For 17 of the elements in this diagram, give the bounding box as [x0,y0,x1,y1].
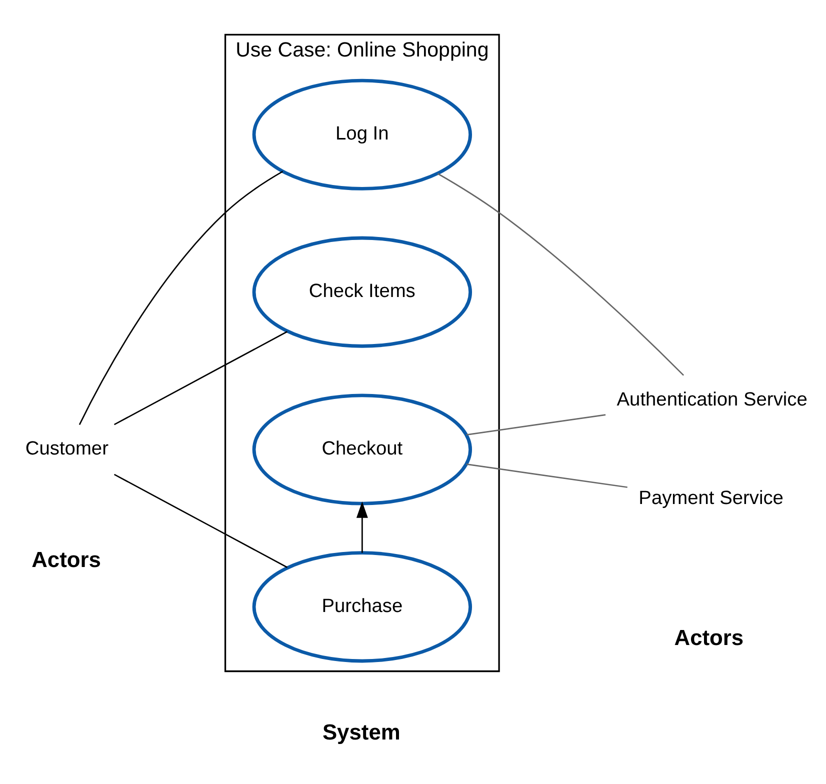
label: Actors [674,624,744,650]
connector [113,474,288,568]
label: System [322,719,400,744]
connector [113,331,288,426]
node-ellipse: Purchase [252,551,472,663]
node-text: Authentication Service [616,389,807,410]
node-text: Payment Service [638,488,783,509]
node-ellipse: Log In [252,78,472,190]
arrow [356,502,368,553]
node-ellipse: Checkout [252,394,472,506]
connector [436,173,684,376]
node-ellipse: Check Items [252,236,472,348]
connector [466,414,606,436]
node-text: Customer [24,438,108,460]
connector [466,464,627,488]
label: Actors [31,546,100,572]
connector [78,170,283,425]
